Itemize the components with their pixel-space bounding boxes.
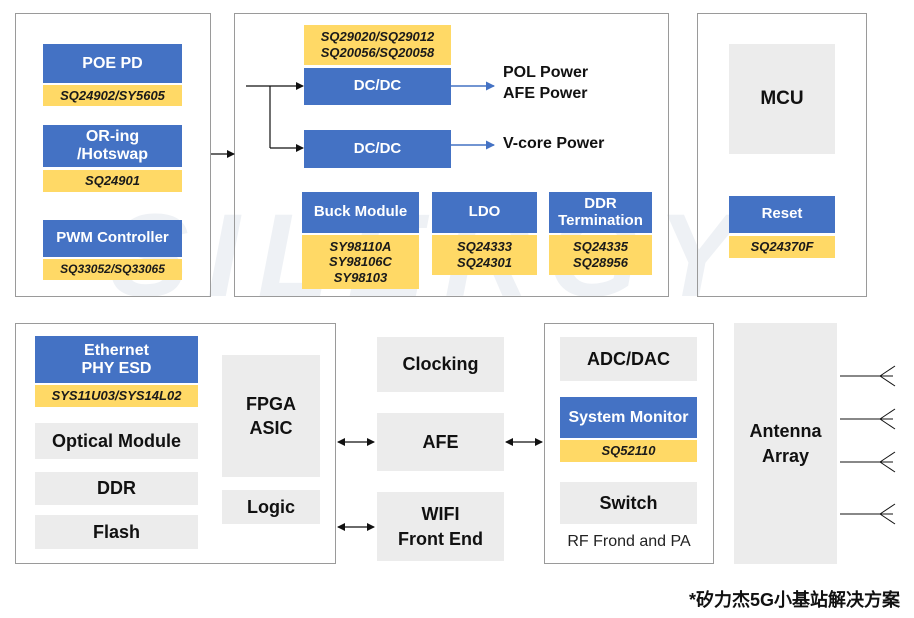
reset-block: Reset [729,196,835,233]
poe-pd-part-tag: SQ24902/SY5605 [43,85,182,106]
ethernet-phy-esd-block: Ethernet PHY ESD [35,336,198,383]
fpga-asic-block: FPGA ASIC [222,355,320,477]
rf-caption: RF Frond and PA [567,533,691,550]
antenna-symbol-3 [840,451,896,473]
pol-afe-power-label: POL Power AFE Power [503,64,589,102]
switch-block: Switch [560,482,697,524]
adc-dac-block: ADC/DAC [560,337,697,381]
dcdc-part-tag: SQ29020/SQ29012 SQ20056/SQ20058 [304,25,451,65]
baseband-panel [15,323,336,564]
mcu-panel [697,13,867,297]
wifi-front-end-block: WIFI Front End [377,492,504,561]
pwm-controller-part-tag: SQ33052/SQ33065 [43,259,182,280]
antenna-symbol-4 [840,503,896,525]
antenna-symbol-1 [840,365,896,387]
oring-hotswap-block: OR-ing /Hotswap [43,125,182,167]
antenna-array-block: Antenna Array [734,323,837,564]
dcdc-block-1: DC/DC [304,68,451,105]
clocking-block: Clocking [377,337,504,392]
system-monitor-block: System Monitor [560,397,697,438]
system-monitor-part-tag: SQ52110 [560,440,697,462]
poe-pd-block: POE PD [43,44,182,83]
oring-hotswap-part-tag: SQ24901 [43,170,182,192]
rf-panel [544,323,714,564]
ldo-part-tag: SQ24333 SQ24301 [432,235,537,275]
dcdc-block-2: DC/DC [304,130,451,168]
mcu-block: MCU [729,44,835,154]
pwm-controller-block: PWM Controller [43,220,182,257]
ddr-termination-part-tag: SQ24335 SQ28956 [549,235,652,275]
power-input-panel [15,13,211,297]
buck-module-part-tag: SY98110A SY98106C SY98103 [302,235,419,289]
reset-part-tag: SQ24370F [729,236,835,258]
ldo-block: LDO [432,192,537,233]
footnote: *矽力杰5G小基站解决方案 [688,590,900,610]
afe-block: AFE [377,413,504,471]
antenna-symbol-2 [840,408,896,430]
vcore-power-label: V-core Power [503,135,605,152]
ddr-memory-block: DDR [35,472,198,505]
ethernet-phy-esd-part-tag: SYS11U03/SYS14L02 [35,385,198,407]
optical-module-block: Optical Module [35,423,198,459]
buck-module-block: Buck Module [302,192,419,233]
flash-block: Flash [35,515,198,549]
logic-block: Logic [222,490,320,524]
ddr-termination-block: DDR Termination [549,192,652,233]
